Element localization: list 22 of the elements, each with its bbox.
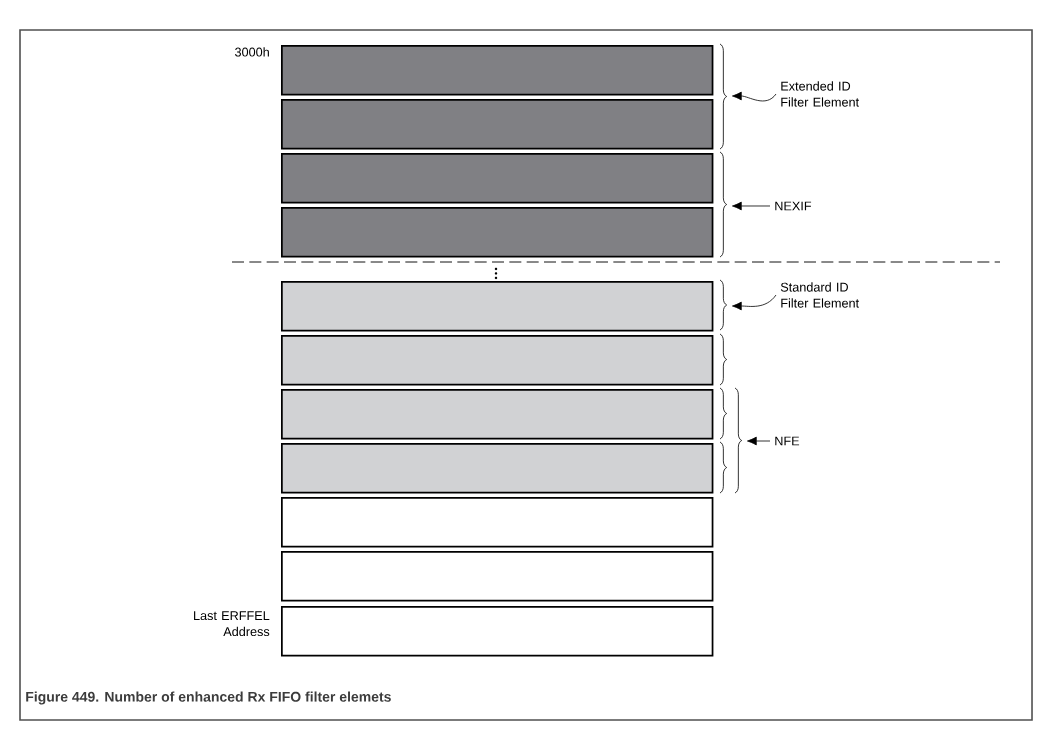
bracket-label: Standard ID Filter Element (780, 282, 859, 308)
figure-caption: Figure 449. Number of enhanced Rx FIFO filter elemets (26, 691, 391, 705)
address-label: Last ERFFEL Address (194, 611, 270, 637)
memory-cell (281, 281, 714, 332)
memory-cell (281, 335, 714, 386)
bracket-label: Extended ID Filter Element (781, 81, 859, 107)
arrow (732, 201, 771, 211)
memory-cell (281, 207, 714, 258)
memory-cell (281, 551, 714, 602)
bracket-label: NFE (775, 436, 800, 446)
memory-cell (281, 389, 714, 440)
memory-cell (281, 99, 714, 150)
memory-cell (281, 497, 714, 548)
arrow (732, 294, 777, 311)
memory-cell (281, 443, 714, 494)
memory-cell (281, 45, 714, 96)
memory-cell (281, 153, 714, 204)
bracket-label: NEXIF (775, 201, 812, 211)
arrow (732, 91, 777, 102)
arrow (747, 436, 771, 446)
memory-cell (281, 606, 714, 657)
address-label: 3000h (235, 47, 269, 57)
